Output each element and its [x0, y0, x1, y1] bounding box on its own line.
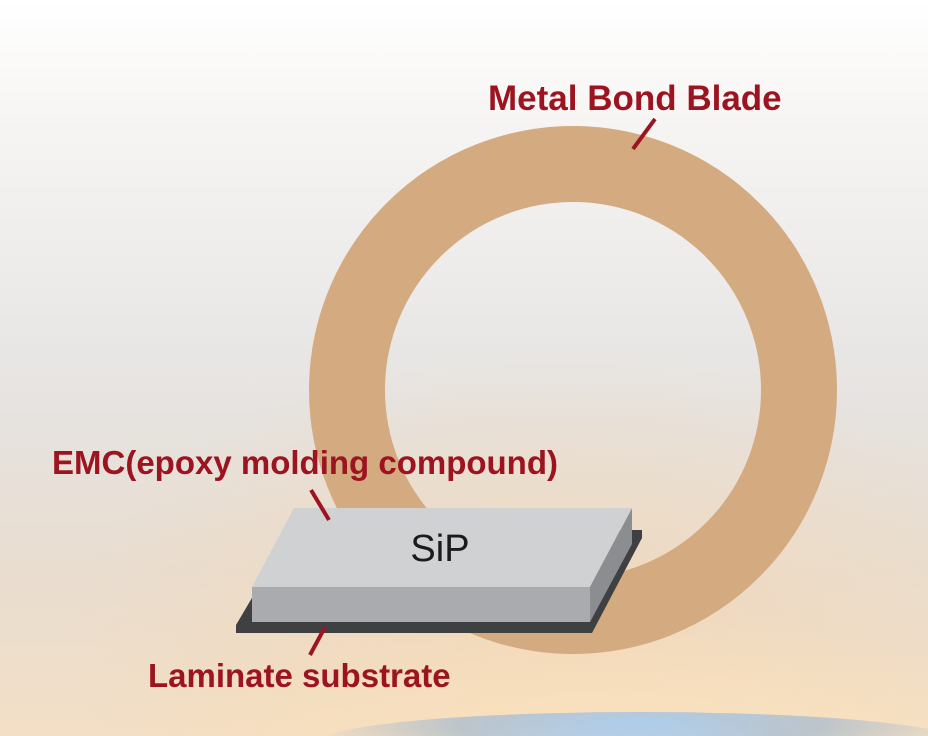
sip-chip-label: SiP: [410, 528, 470, 570]
substrate-leader-line: [308, 626, 327, 656]
emc-leader-line: [309, 488, 331, 522]
blade-leader-line: [631, 117, 657, 151]
sip-chip-top-face: [252, 508, 632, 587]
laminate-substrate-label: Laminate substrate: [148, 657, 451, 694]
sip-chip-front-face: [252, 587, 590, 622]
sip-chip-side-face: [590, 508, 632, 622]
metal-bond-blade-label: Metal Bond Blade: [488, 79, 782, 118]
emc-label: EMC(epoxy molding compound): [52, 444, 558, 481]
sip-chip-label-box: SiP: [300, 530, 580, 570]
